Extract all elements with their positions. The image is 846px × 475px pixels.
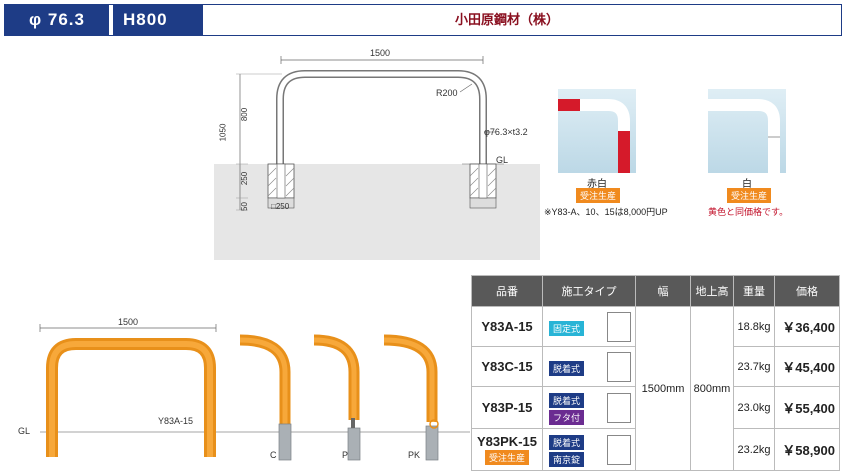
col-width: 幅 [635,275,691,307]
red-white-order-badge: 受注生産 [576,188,621,203]
type-badge: フタ付 [549,409,585,425]
padlock-type-icon [607,434,631,465]
dim-base: □250 [271,202,290,211]
dim-gl: GL [496,155,509,165]
shared-width: 1500mm [635,306,691,471]
dim-800: 800 [240,107,250,122]
removable-type-icon [607,351,631,382]
row-type: 固定式 [542,306,636,347]
row-weight: 18.8kg [733,306,775,347]
red-white-pipe-image [558,99,630,173]
row-type: 脱着式フタ付 [542,386,636,429]
lower-width-label: 1500 [118,317,139,327]
diagram-drawing [236,56,504,211]
white-name: 白 [742,179,752,190]
type-p-label: P [342,450,349,460]
type-badge: 脱着式 [549,434,585,450]
type-badge: 南京錠 [549,451,585,467]
col-price: 価格 [774,275,840,307]
row-model: Y83PK-15 [477,433,537,449]
diameter-label: φ 76.3 [5,5,109,35]
row-type: 脱着式南京錠 [542,428,636,471]
dim-pipe: φ76.3×t3.2 [484,127,528,137]
white-pipe-image [708,99,780,173]
type-badge: 脱着式 [549,392,585,408]
row-price: ￥58,900 [774,428,840,471]
product-drawing [39,324,470,461]
fixed-type-icon [607,311,631,342]
row-type: 脱着式 [542,346,636,387]
dim-1050: 1050 [218,123,228,142]
dim-50: 50 [239,202,249,211]
col-model: 品番 [471,275,543,307]
row-weight: 23.7kg [733,346,775,387]
type-c-label: C [270,450,277,460]
row-model: Y83P-15 [471,386,543,429]
lid-type-icon [607,392,631,423]
col-weight: 重量 [733,275,775,307]
col-type: 施工タイプ [542,275,636,307]
red-white-name: 赤白 [587,179,607,190]
dim-250: 250 [240,171,250,186]
white-note: 黄色と同価格です。 [708,207,789,217]
table-row: Y83A-15 固定式 1500mm 800mm 18.8kg ￥36,400 [471,306,840,471]
dim-width: 1500 [370,48,391,58]
order-badge: 受注生産 [484,449,529,465]
table-header-row: 品番 施工タイプ 幅 地上高 重量 価格 [471,275,840,307]
product-illustration: 1500 GL Y83A-15 C P PK [0,312,470,475]
spec-table: 品番 施工タイプ 幅 地上高 重量 価格 Y83A-15 固定式 1500mm … [471,275,840,471]
lower-model-label: Y83A-15 [158,416,194,426]
dim-radius: R200 [436,88,458,98]
maker-name: 小田原鋼材（株） [455,12,560,27]
type-badge: 脱着式 [549,360,585,376]
height-label: H800 [113,5,203,35]
row-model: Y83C-15 [471,346,543,387]
row-price: ￥45,400 [774,346,840,387]
table-row: Y83P-15 脱着式フタ付 23.0kg ￥55,400 [471,386,840,429]
table-row: Y83C-15 脱着式 23.7kg ￥45,400 [471,346,840,387]
row-weight: 23.0kg [733,386,775,429]
color-swatch-red-white [558,89,636,173]
shared-height: 800mm [690,306,734,471]
row-weight: 23.2kg [733,428,775,471]
type-badge: 固定式 [549,320,585,336]
lower-gl-label: GL [18,426,31,436]
type-pk-label: PK [408,450,421,460]
row-price: ￥55,400 [774,386,840,429]
technical-diagram: 1500 R200 φ76.3×t3.2 GL 1050 800 250 50 … [214,44,540,260]
header-bar: φ 76.3 H800 小田原鋼材（株） [4,4,842,36]
white-order-badge: 受注生産 [727,188,772,203]
red-white-note: ※Y83-A、10、15は8,000円UP [544,207,668,217]
col-height: 地上高 [690,275,734,307]
row-model: Y83A-15 [471,306,543,347]
row-price: ￥36,400 [774,306,840,347]
color-swatch-white [708,89,786,173]
